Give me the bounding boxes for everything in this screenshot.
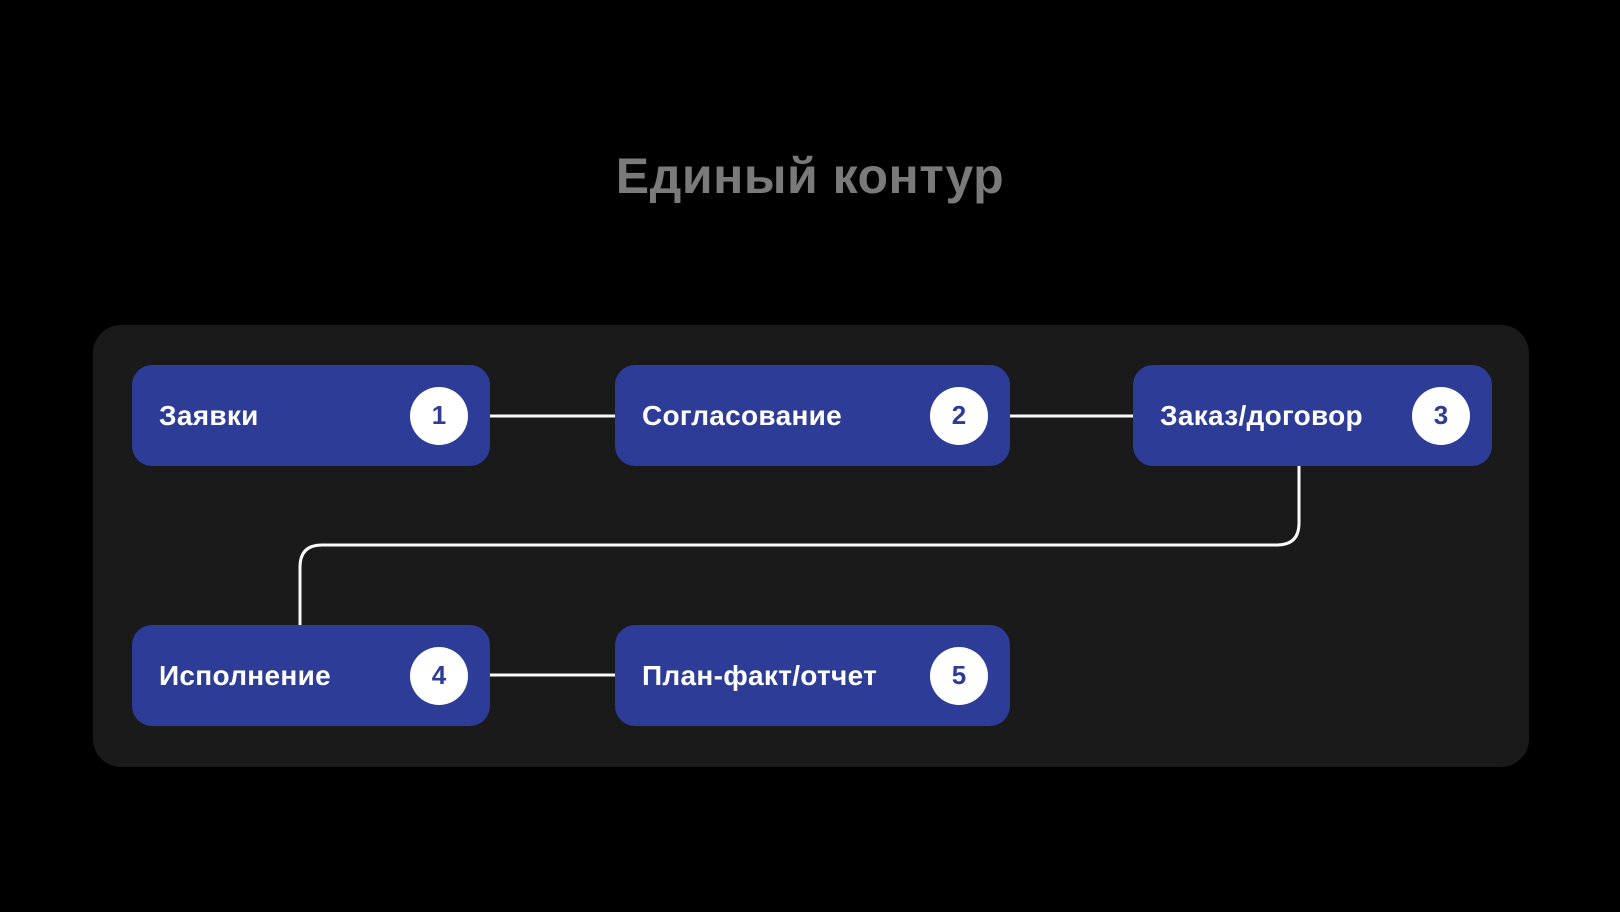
- node-label: Согласование: [642, 399, 843, 431]
- page-title: Единый контур: [615, 148, 1005, 204]
- connector-3-4: [298, 466, 1301, 625]
- flow-node-plan-fakt-otchet: План-факт/отчет 5: [615, 625, 1010, 726]
- node-label: Исполнение: [159, 659, 331, 691]
- flow-connectors: [298, 414, 1301, 677]
- flow-node-ispolnenie: Исполнение 4: [132, 625, 490, 726]
- step-number-badge: 4: [410, 646, 468, 705]
- node-label: План-факт/отчет: [642, 659, 878, 691]
- node-label: Заявки: [159, 399, 259, 431]
- step-number: 3: [1433, 400, 1449, 430]
- step-number-badge: 3: [1412, 386, 1470, 445]
- step-number: 1: [431, 400, 447, 430]
- flow-node-zakaz-dogovor: Заказ/договор 3: [1133, 365, 1492, 466]
- node-label: Заказ/договор: [1160, 399, 1363, 431]
- flow-node-zayavki: Заявки 1: [132, 365, 490, 466]
- flow-node-soglasovanie: Согласование 2: [615, 365, 1010, 466]
- step-number: 4: [431, 660, 447, 690]
- step-number-badge: 5: [930, 646, 988, 705]
- step-number: 2: [951, 400, 967, 430]
- diagram-panel: Заявки 1 Согласование 2 Заказ/договор 3 …: [93, 325, 1529, 767]
- step-number-badge: 2: [930, 386, 988, 445]
- step-number: 5: [951, 660, 967, 690]
- step-number-badge: 1: [410, 386, 468, 445]
